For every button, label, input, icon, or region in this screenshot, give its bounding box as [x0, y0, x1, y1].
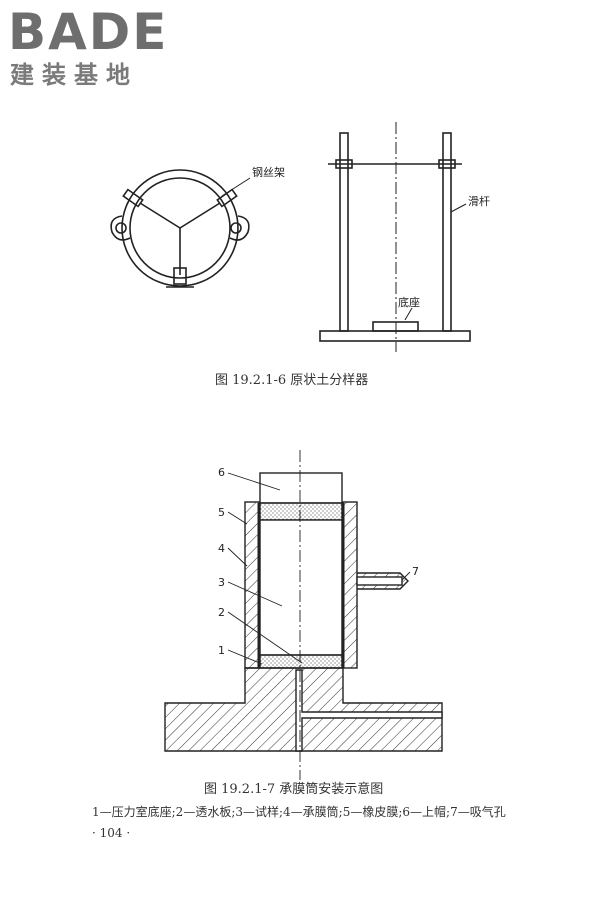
callout-5: 5 [218, 506, 225, 519]
callout-6: 6 [218, 466, 225, 479]
label-wire-frame: 钢丝架 [252, 166, 285, 179]
callout-3: 3 [218, 576, 225, 589]
membrane-cylinder-drawing [164, 450, 443, 780]
figure2-callout-numbers: 6 5 4 3 2 1 7 [218, 466, 419, 657]
logo-tagline: 建装基地 [10, 61, 138, 89]
callout-2: 2 [218, 606, 225, 619]
page-number: · 104 · [92, 826, 131, 840]
brand-logo: BADE 建装基地 [8, 4, 178, 94]
label-base: 底座 [398, 295, 420, 309]
figure2-legend: 1—压力室底座;2—透水板;3—试样;4—承膜筒;5—橡皮膜;6—上帽;7—吸气… [92, 805, 506, 819]
callout-7: 7 [412, 565, 419, 578]
callout-1: 1 [218, 644, 225, 657]
figure2-caption: 图 19.2.1-7 承膜筒安装示意图 [204, 782, 384, 797]
callout-4: 4 [218, 542, 225, 555]
ring-splitter-drawing [110, 169, 251, 288]
logo-wordmark: BADE [8, 3, 169, 61]
figure1-caption: 图 19.2.1-6 原状土分样器 [215, 373, 369, 388]
slide-rod-frame-drawing [319, 122, 471, 352]
label-slide-rod: 滑杆 [468, 194, 490, 208]
